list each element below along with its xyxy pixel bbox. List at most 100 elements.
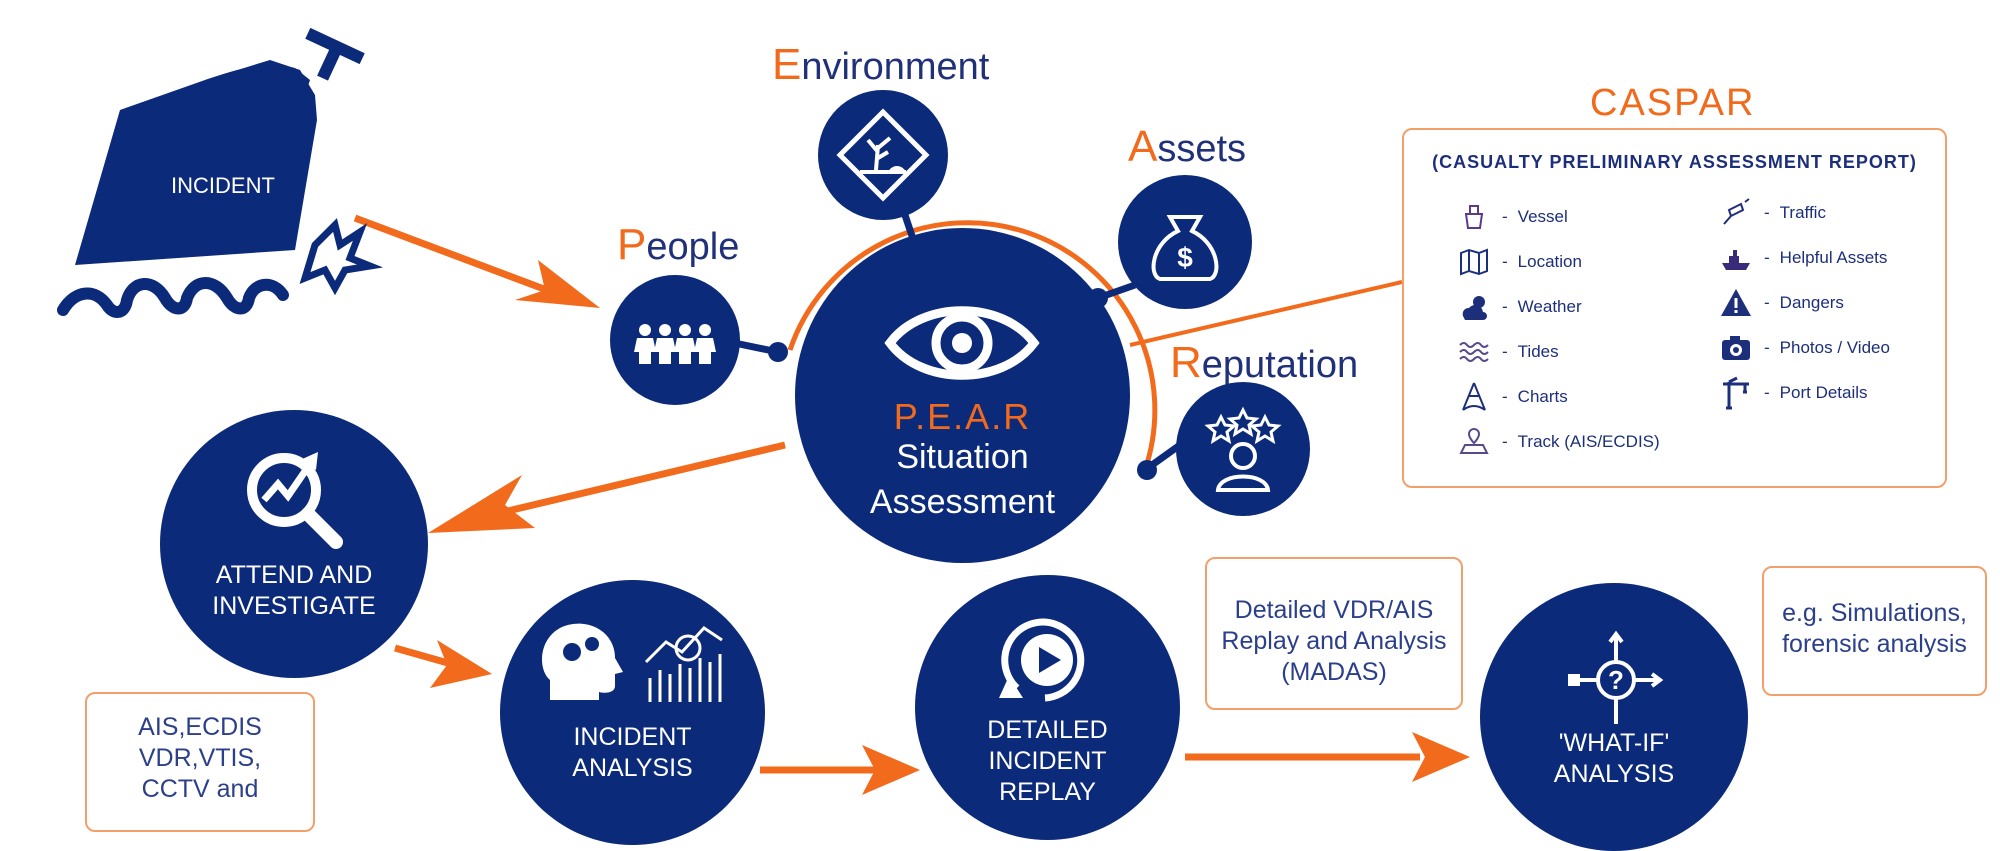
- whatif-label: 'WHAT-IF' ANALYSIS: [1480, 728, 1748, 790]
- crane-icon: [1716, 376, 1756, 410]
- pear-subtitle-line2: Assessment: [869, 483, 1056, 521]
- analysis-label-text: INCIDENT ANALYSIS: [572, 723, 693, 782]
- caspar-item-label: Weather: [1517, 297, 1582, 316]
- arrow-incident-to-people: [353, 214, 600, 308]
- attend-label: ATTEND AND INVESTIGATE: [160, 560, 428, 622]
- caspar-item-port: -Port Details: [1716, 376, 1868, 410]
- people-icon: [634, 324, 716, 364]
- connector-layer: [353, 213, 1470, 795]
- incident-ship: INCIDENT: [57, 27, 384, 318]
- attend-label-text: ATTEND AND INVESTIGATE: [212, 561, 376, 620]
- crash-icon: [299, 218, 384, 296]
- caspar-item-label: Port Details: [1779, 383, 1868, 402]
- chart-search-icon: [644, 626, 723, 702]
- head-gears-icon: [541, 623, 623, 700]
- reputation-icon: [1204, 406, 1282, 492]
- people-rest: eople: [646, 226, 740, 268]
- simulations-line-1: e.g. Simulations,: [1782, 599, 1967, 627]
- pear-arc: [787, 220, 1158, 471]
- sextant-icon: [1454, 380, 1494, 414]
- arrow-attend-to-analysis: [394, 640, 492, 688]
- weather-icon: [1454, 290, 1494, 324]
- reputation-initial: R: [1170, 338, 1202, 387]
- environment-hazard-icon: [836, 108, 930, 202]
- arrow-analysis-to-replay: [760, 745, 920, 795]
- caspar-item-label: Vessel: [1517, 207, 1568, 226]
- environment-rest: nvironment: [801, 46, 990, 88]
- madas-line-1: Detailed VDR/AIS: [1234, 596, 1434, 624]
- arrow-replay-to-whatif: [1185, 732, 1470, 782]
- caspar-item-weather: -Weather: [1454, 290, 1582, 324]
- ship-funnel-icon: [305, 27, 365, 81]
- pear-subtitle-line1: Situation: [896, 438, 1029, 476]
- caspar-item-label: Location: [1517, 252, 1582, 271]
- reputation-circle: [1176, 382, 1310, 516]
- sources-line-1: AIS,ECDIS: [138, 713, 262, 741]
- assets-initial: A: [1128, 122, 1158, 171]
- replay-label: DETAILED INCIDENT REPLAY: [915, 715, 1180, 808]
- analysis-label: INCIDENT ANALYSIS: [500, 722, 765, 784]
- attend-circle: ATTEND AND INVESTIGATE: [160, 410, 428, 678]
- sources-line-2: VDR,VTIS,: [138, 744, 262, 772]
- caspar-item-traffic: -Traffic: [1716, 196, 1826, 230]
- investigate-icon: [247, 452, 343, 549]
- assets-circle: $: [1118, 175, 1252, 309]
- madas-line-3: (MADAS): [1281, 658, 1387, 686]
- environment-initial: E: [772, 40, 802, 89]
- caspar-item-label: Traffic: [1779, 203, 1826, 222]
- people-initial: P: [617, 220, 647, 269]
- environment-label: Environment: [772, 40, 989, 90]
- whatif-label-text: 'WHAT-IF' ANALYSIS: [1553, 729, 1675, 788]
- caspar-item-dangers: -Dangers: [1716, 286, 1844, 320]
- arrow-pear-to-attend: [428, 441, 786, 533]
- madas-line-2: Replay and Analysis: [1221, 627, 1447, 655]
- sources-line-3: CCTV and: [141, 775, 259, 803]
- simulations-box: e.g. Simulations, forensic analysis: [1762, 566, 1987, 696]
- map-icon: [1454, 245, 1494, 279]
- caspar-item-track: -Track (AIS/ECDIS): [1454, 425, 1660, 459]
- caspar-item-label: Charts: [1517, 387, 1568, 406]
- caspar-item-label: Track (AIS/ECDIS): [1517, 432, 1660, 451]
- caspar-item-label: Dangers: [1779, 293, 1844, 312]
- caspar-subtitle: (CASUALTY PRELIMINARY ASSESSMENT REPORT): [1432, 152, 1917, 172]
- caspar-item-tides: -Tides: [1454, 335, 1559, 369]
- assets-label: Assets: [1128, 122, 1246, 172]
- svg-text:$: $: [1177, 242, 1193, 273]
- camera-icon: [1716, 331, 1756, 365]
- caspar-item-vessel: -Vessel: [1454, 200, 1568, 234]
- whatif-circle: ? 'WHAT-IF' ANALYSIS: [1480, 583, 1748, 851]
- pear-title: P.E.A.R: [893, 396, 1032, 437]
- replay-label-text: DETAILED INCIDENT REPLAY: [987, 716, 1108, 806]
- sources-box: AIS,ECDIS VDR,VTIS, CCTV and: [85, 692, 315, 832]
- reputation-label: Reputation: [1170, 338, 1358, 388]
- caspar-item-label: Tides: [1517, 342, 1559, 361]
- caspar-item-label: Helpful Assets: [1779, 248, 1888, 267]
- track-icon: [1454, 425, 1494, 459]
- analysis-circle: INCIDENT ANALYSIS: [500, 580, 765, 845]
- caspar-item-label: Photos / Video: [1779, 338, 1890, 357]
- caspar-item-charts: -Charts: [1454, 380, 1568, 414]
- warning-icon: [1716, 286, 1756, 320]
- replay-icon: [999, 618, 1085, 702]
- caspar-box: (CASUALTY PRELIMINARY ASSESSMENT REPORT)…: [1402, 128, 1947, 488]
- tides-icon: [1454, 335, 1494, 369]
- eye-icon: [884, 306, 1040, 380]
- replay-circle: DETAILED INCIDENT REPLAY: [915, 575, 1180, 840]
- people-circle: [610, 275, 740, 405]
- tug-icon: [1716, 241, 1756, 275]
- caspar-title: CASPAR: [1590, 82, 1756, 124]
- svg-text:?: ?: [1608, 665, 1624, 695]
- madas-box: Detailed VDR/AIS Replay and Analysis (MA…: [1205, 557, 1463, 710]
- waves-icon: [57, 277, 289, 318]
- decision-icon: ?: [1568, 630, 1664, 724]
- simulations-line-2: forensic analysis: [1782, 630, 1967, 658]
- vessel-icon: [1454, 200, 1494, 234]
- people-label: People: [617, 220, 739, 270]
- caspar-item-helpful-assets: -Helpful Assets: [1716, 241, 1887, 275]
- pear-circle: P.E.A.R Situation Assessment: [795, 228, 1130, 563]
- traffic-icon: [1716, 196, 1756, 230]
- incident-label: INCIDENT: [171, 173, 275, 198]
- money-bag-icon: $: [1151, 215, 1219, 281]
- assets-rest: ssets: [1157, 128, 1247, 170]
- caspar-connector: [1129, 280, 1403, 347]
